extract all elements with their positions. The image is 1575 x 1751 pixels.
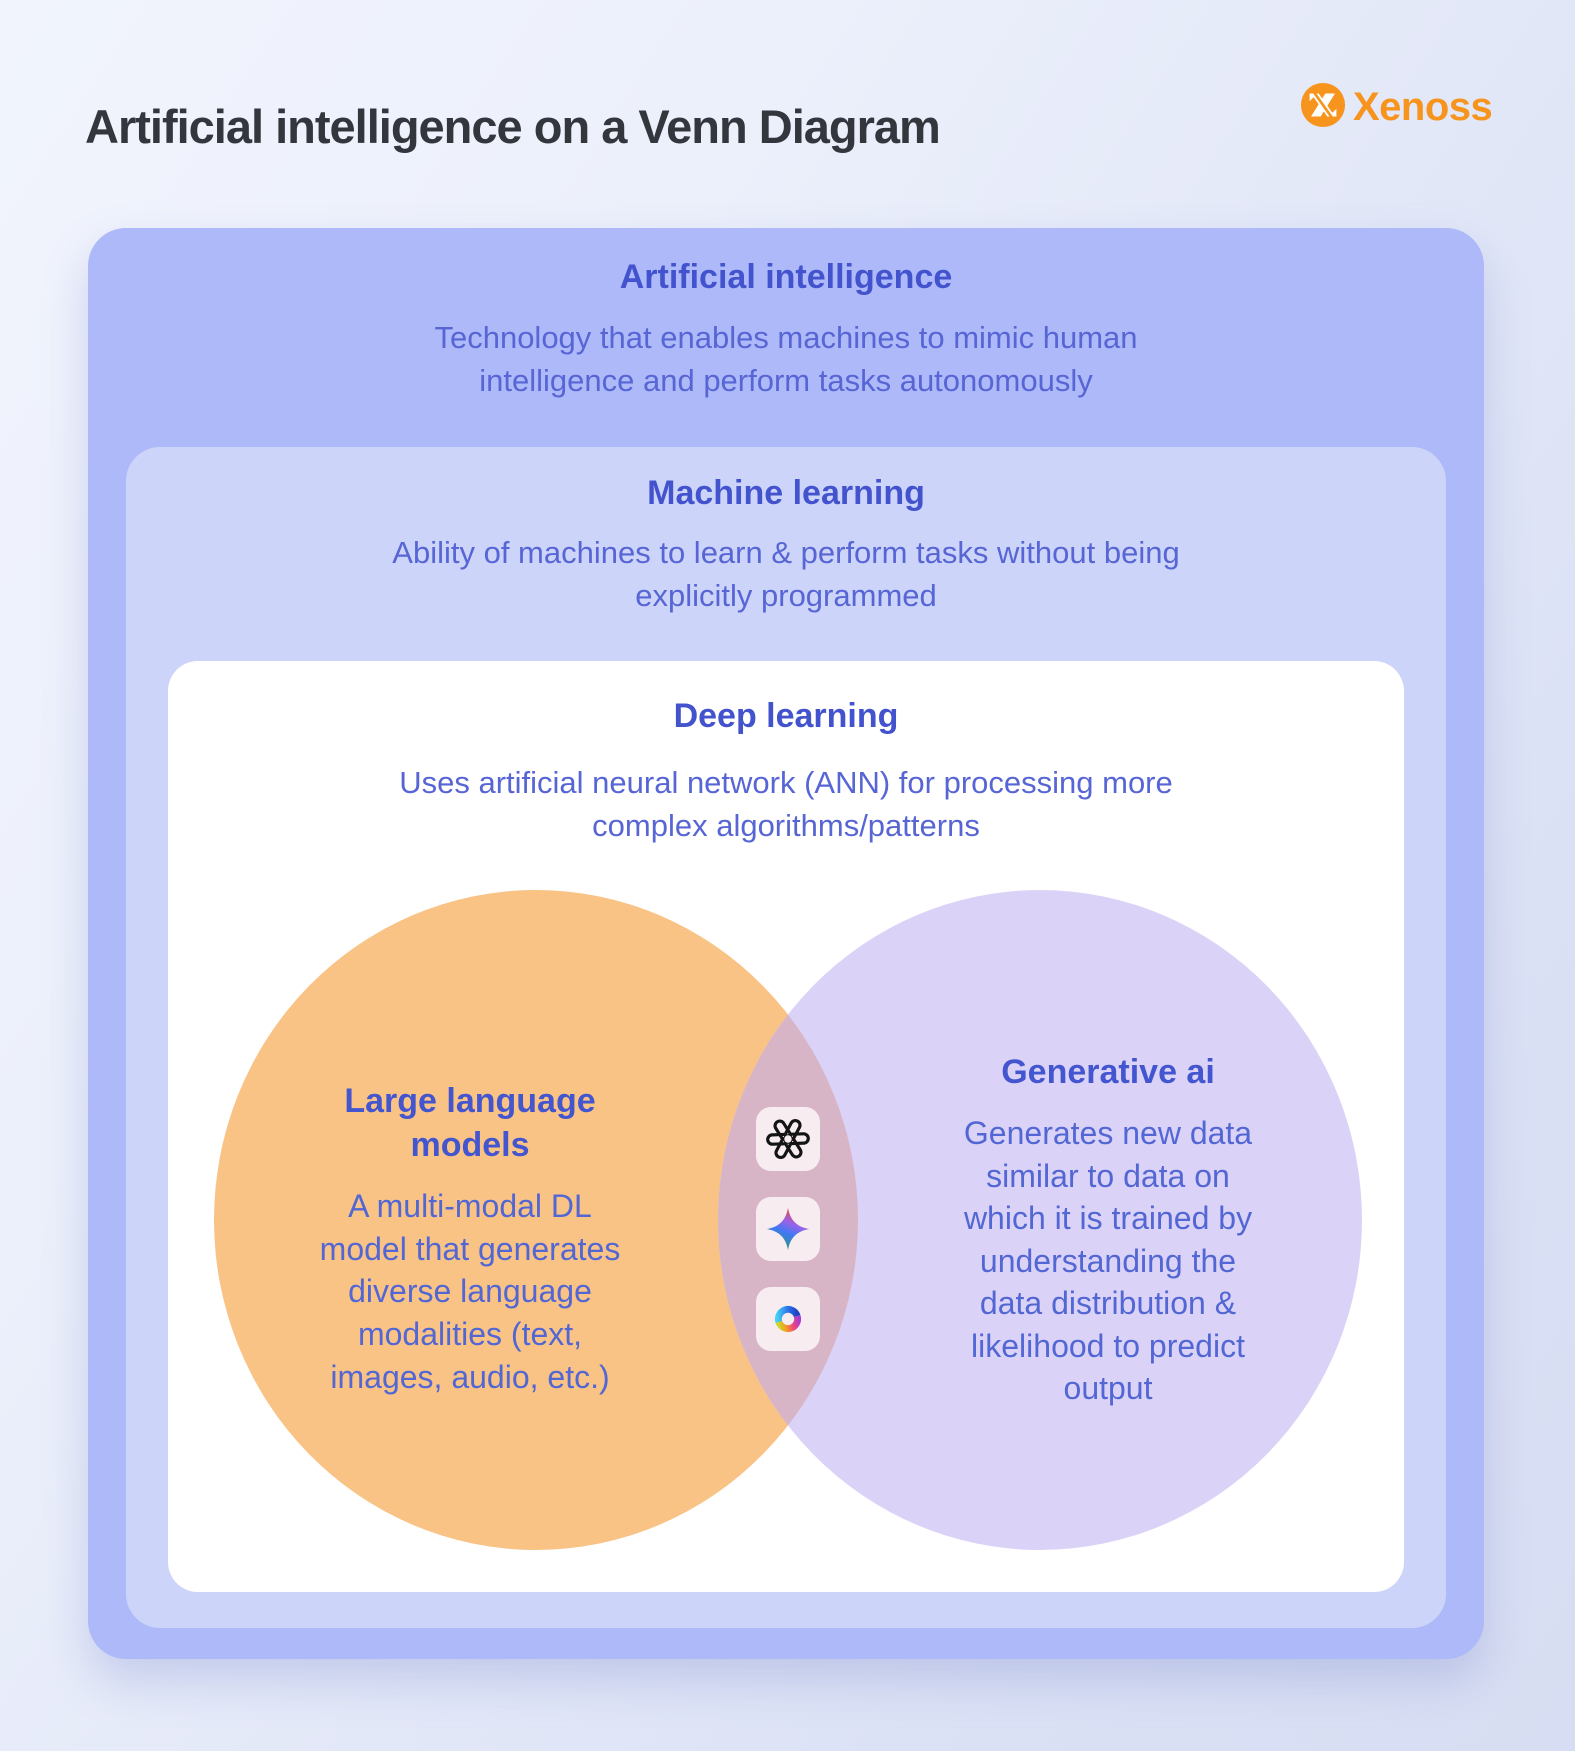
copilot-tile xyxy=(756,1287,820,1351)
genai-description: Generates new data similar to data on wh… xyxy=(963,1115,1253,1407)
llm-title: Large language models xyxy=(344,1082,596,1165)
page-title: Artificial intelligence on a Venn Diagra… xyxy=(85,100,941,154)
dl-layer-description: Uses artificial neural network (ANN) for… xyxy=(399,765,1173,844)
openai-tile xyxy=(756,1107,820,1171)
dl-layer-title: Deep learning xyxy=(673,697,899,735)
layer-deep-learning: Deep learning Uses artificial neural net… xyxy=(168,661,1404,1592)
llm-description: A multi-modal DL model that generates di… xyxy=(319,1188,621,1395)
xenoss-logo-icon xyxy=(1300,82,1346,133)
llm-text-block: Large language models A multi-modal DL m… xyxy=(305,1079,635,1398)
ml-layer-title: Machine learning xyxy=(647,474,925,512)
layer-artificial-intelligence: Artificial intelligence Technology that … xyxy=(88,228,1484,1659)
genai-text-block: Generative ai Generates new data similar… xyxy=(948,1050,1268,1410)
ml-layer-description: Ability of machines to learn & perform t… xyxy=(392,535,1180,614)
gemini-tile xyxy=(756,1197,820,1261)
ai-layer-title: Artificial intelligence xyxy=(619,258,953,296)
gemini-icon xyxy=(766,1207,810,1251)
intersection-icon-column xyxy=(756,1107,820,1351)
ai-layer-description: Technology that enables machines to mimi… xyxy=(434,320,1138,399)
copilot-icon xyxy=(766,1297,810,1341)
brand-wordmark: Xenoss xyxy=(1353,85,1493,129)
genai-circle xyxy=(718,890,1362,1550)
venn-diagram xyxy=(214,890,1362,1550)
genai-title: Generative ai xyxy=(1001,1053,1215,1091)
brand-logo: Xenoss xyxy=(1300,82,1493,133)
openai-icon xyxy=(766,1117,810,1161)
llm-circle xyxy=(214,890,858,1550)
layer-machine-learning: Machine learning Ability of machines to … xyxy=(126,447,1446,1628)
